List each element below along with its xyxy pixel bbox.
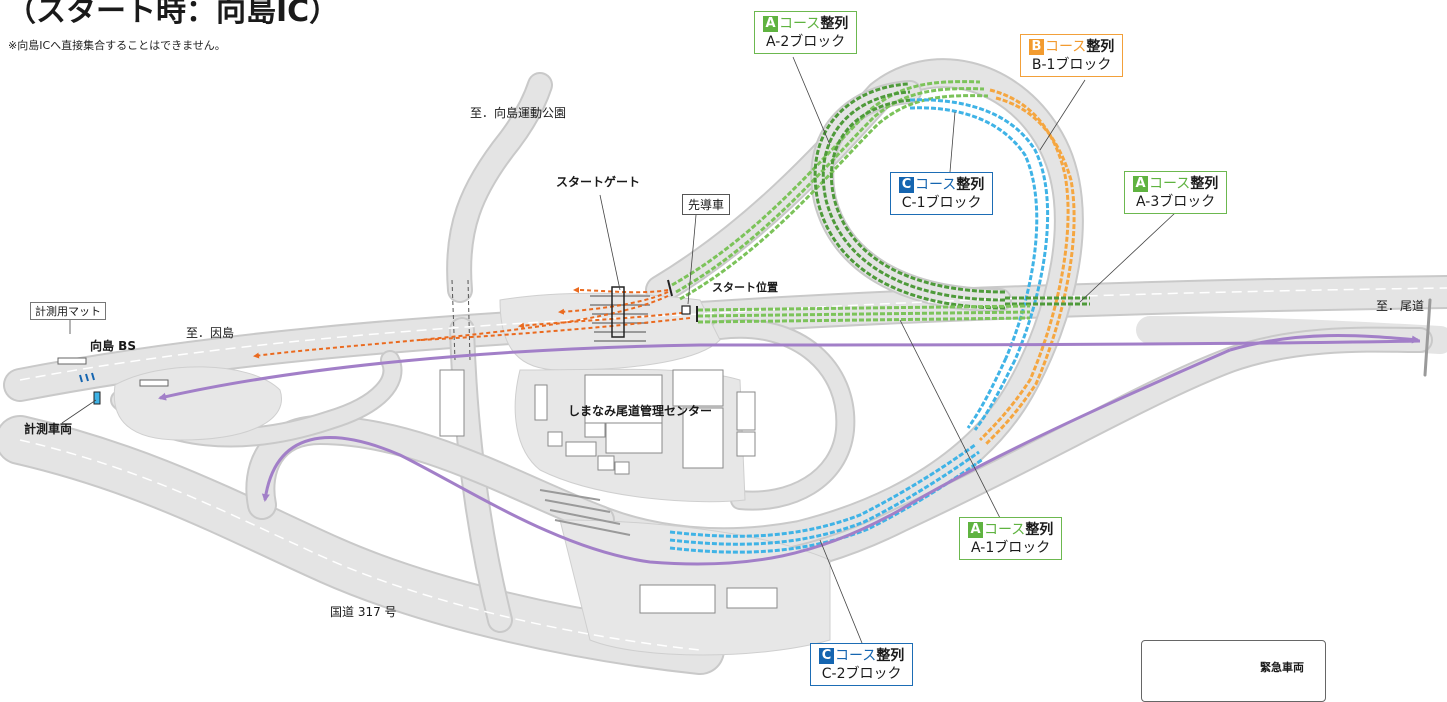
course-letter-badge: A bbox=[763, 16, 778, 32]
block-name: A-2ブロック bbox=[766, 34, 846, 50]
block-name: B-1ブロック bbox=[1031, 57, 1112, 73]
bus-stop-marker-2 bbox=[139, 379, 169, 387]
bridge-lines bbox=[451, 279, 471, 361]
start-routes bbox=[253, 287, 691, 359]
label-to-park: 至．向島運動公園 bbox=[470, 106, 567, 120]
timing-car-marker bbox=[93, 391, 101, 405]
label-lead-car: 先導車 bbox=[682, 194, 731, 215]
block-name: A-1ブロック bbox=[971, 540, 1051, 556]
queue-a1 bbox=[697, 304, 1031, 324]
buildings bbox=[439, 369, 778, 614]
block-name: C-2ブロック bbox=[821, 666, 902, 682]
queue-a3 bbox=[1005, 296, 1090, 306]
course-letter-badge: B bbox=[1029, 39, 1044, 55]
queue-b1 bbox=[978, 88, 1076, 446]
label-management-center: しまなみ尾道管理センター bbox=[568, 404, 713, 418]
lead-car-marker bbox=[681, 305, 691, 315]
label-start-position: スタート位置 bbox=[712, 281, 778, 294]
label-start-gate: スタートゲート bbox=[556, 175, 641, 189]
toll-plaza bbox=[539, 295, 650, 536]
page-note: ※向島ICへ直接集合することはできません。 bbox=[8, 39, 226, 52]
label-timing-mat: 計測用マット bbox=[30, 302, 106, 320]
label-to-innoshima: 至．因島 bbox=[186, 326, 235, 340]
label-route-317: 国道 317 号 bbox=[330, 605, 397, 619]
course-letter-badge: A bbox=[968, 522, 983, 538]
legend-emergency-label: 緊急車両 bbox=[1260, 661, 1304, 674]
queue-c1 bbox=[909, 98, 1050, 431]
start-lines bbox=[667, 279, 698, 322]
queue-a2 bbox=[671, 80, 989, 301]
road-markings bbox=[19, 287, 1447, 651]
course-letter-badge: C bbox=[899, 177, 914, 193]
start-gate-frame bbox=[611, 286, 625, 338]
bus-stop-marker bbox=[57, 357, 87, 365]
block-name: C-1ブロック bbox=[901, 195, 982, 211]
course-letter-badge: C bbox=[819, 648, 834, 664]
label-mukaishima-bs: 向島 BS bbox=[90, 339, 136, 353]
course-letter-badge: A bbox=[1133, 176, 1148, 192]
timing-mat-marker bbox=[79, 372, 95, 383]
page-title: （スタート時：向島IC） bbox=[6, 0, 340, 29]
queue-inner-loop bbox=[813, 82, 1006, 310]
label-timing-car: 計測車両 bbox=[24, 422, 73, 436]
label-to-onomichi: 至．尾道 bbox=[1376, 299, 1425, 313]
leader-lines bbox=[61, 56, 1176, 644]
emergency-routes bbox=[158, 334, 1421, 566]
block-name: A-3ブロック bbox=[1136, 194, 1216, 210]
